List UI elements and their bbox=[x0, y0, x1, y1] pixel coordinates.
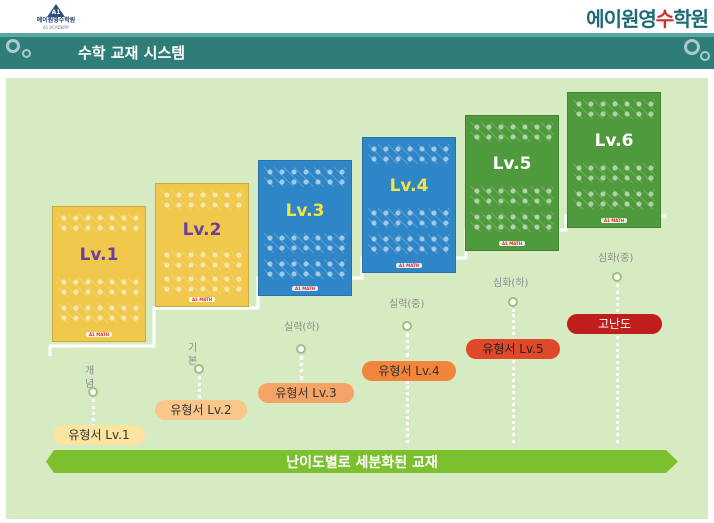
level-label: 심화(하) bbox=[493, 278, 529, 289]
publisher-mark: A1 MATH bbox=[568, 218, 660, 223]
step-dotted-line bbox=[406, 333, 409, 357]
math-doodle bbox=[58, 213, 140, 233]
difficulty-arrow: 난이도별로 세분화된 교재 bbox=[46, 450, 678, 473]
step-dotted-line bbox=[92, 399, 95, 427]
title-bar: 수학 교재 시스템 bbox=[0, 33, 714, 69]
math-doodle bbox=[264, 233, 346, 253]
staircase-outline bbox=[48, 214, 666, 356]
page-title: 수학 교재 시스템 bbox=[78, 44, 186, 62]
math-doodle bbox=[573, 189, 655, 209]
book-label: Lv.5 bbox=[492, 154, 532, 174]
step-dot bbox=[508, 297, 518, 307]
math-doodle bbox=[573, 163, 655, 183]
step-dotted-line bbox=[512, 309, 515, 335]
step-dot bbox=[402, 321, 412, 331]
math-doodle bbox=[368, 234, 450, 254]
level-pill-1: 유형서 Lv.1 bbox=[53, 425, 145, 445]
arrow-label: 난이도별로 세분화된 교재 bbox=[286, 455, 438, 471]
publisher-mark: A1 MATH bbox=[156, 297, 248, 302]
level-pill-4: 유형서 Lv.4 bbox=[362, 361, 456, 381]
textbook-lv6: Lv.6 A1 MATH bbox=[567, 92, 661, 228]
book-label: Lv.1 bbox=[79, 245, 119, 265]
step-dot bbox=[612, 272, 622, 282]
content-panel: Lv.1 A1 MATH Lv.2 A1 MATH Lv.3 A1 MATH L… bbox=[6, 78, 708, 519]
logo-subtext: A1 ACADEMY bbox=[42, 25, 70, 30]
book-label: Lv.2 bbox=[182, 220, 222, 240]
level-label: 개념 bbox=[85, 366, 95, 390]
math-doodle bbox=[161, 274, 243, 294]
math-doodle bbox=[471, 122, 553, 142]
step-dotted-line bbox=[300, 356, 303, 380]
level-pill-2: 유형서 Lv.2 bbox=[155, 400, 247, 420]
textbook-lv1: Lv.1 A1 MATH bbox=[52, 206, 146, 342]
publisher-mark: A1 MATH bbox=[363, 263, 455, 268]
level-label: 심화(중) bbox=[598, 253, 634, 264]
brand-name: 에이원영수학원 bbox=[586, 3, 709, 32]
level-label: 실력(중) bbox=[389, 299, 425, 310]
academy-logo: A1 에이원영수학원 A1 ACADEMY bbox=[30, 4, 82, 30]
brand-accent: 수 bbox=[655, 7, 674, 31]
math-doodle bbox=[161, 250, 243, 270]
book-label: Lv.3 bbox=[285, 201, 325, 221]
math-doodle bbox=[573, 99, 655, 119]
textbook-lv2: Lv.2 A1 MATH bbox=[155, 183, 249, 307]
math-doodle bbox=[161, 190, 243, 210]
step-dot bbox=[88, 387, 98, 397]
math-doodle bbox=[264, 167, 346, 187]
math-doodle bbox=[368, 144, 450, 164]
circle-deco-icon bbox=[700, 51, 710, 61]
circle-deco-icon bbox=[6, 39, 20, 53]
logo-emblem-icon: A1 bbox=[47, 4, 65, 17]
publisher-mark: A1 MATH bbox=[53, 332, 145, 337]
level-label: 기본 bbox=[188, 343, 198, 367]
textbook-lv4: Lv.4 A1 MATH bbox=[362, 137, 456, 273]
math-doodle bbox=[58, 277, 140, 297]
step-dot bbox=[296, 344, 306, 354]
logo-text: 에이원영수학원 bbox=[36, 17, 76, 24]
step-dot bbox=[194, 364, 204, 374]
brand-tail: 학원 bbox=[673, 7, 709, 31]
title-bar-highlight bbox=[0, 33, 714, 37]
book-label: Lv.4 bbox=[389, 176, 429, 196]
circle-deco-icon bbox=[22, 49, 31, 58]
step-dotted-line bbox=[406, 381, 409, 443]
level-label: 실력(하) bbox=[284, 322, 320, 333]
brand-main: 에이원영 bbox=[586, 7, 657, 31]
math-doodle bbox=[368, 208, 450, 228]
level-pill-6: 고난도 bbox=[567, 314, 662, 334]
step-dotted-line bbox=[512, 360, 515, 443]
math-doodle bbox=[471, 186, 553, 206]
level-pill-3: 유형서 Lv.3 bbox=[258, 383, 354, 403]
publisher-mark: A1 MATH bbox=[259, 286, 351, 291]
step-dotted-line bbox=[198, 376, 201, 398]
math-doodle bbox=[58, 303, 140, 323]
step-dotted-line bbox=[616, 284, 619, 312]
publisher-mark: A1 MATH bbox=[466, 241, 558, 246]
math-doodle bbox=[264, 259, 346, 279]
math-doodle bbox=[471, 212, 553, 232]
textbook-lv3: Lv.3 A1 MATH bbox=[258, 160, 352, 296]
step-dotted-line bbox=[616, 336, 619, 443]
book-label: Lv.6 bbox=[594, 131, 634, 151]
circle-deco-icon bbox=[684, 39, 700, 55]
level-pill-5: 유형서 Lv.5 bbox=[466, 339, 560, 359]
textbook-lv5: Lv.5 A1 MATH bbox=[465, 115, 559, 251]
